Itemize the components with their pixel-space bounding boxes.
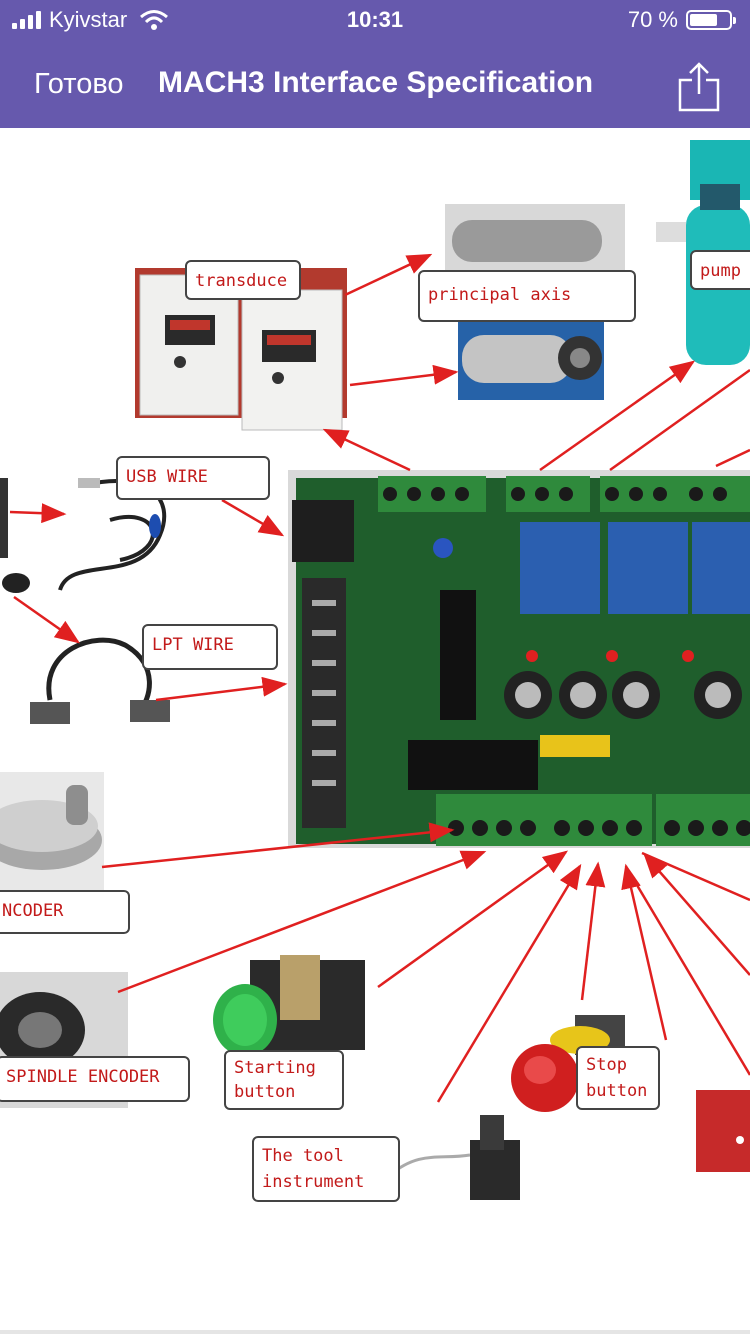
done-button[interactable]: Готово <box>34 68 124 100</box>
lpt-wire-label: LPT WIRE <box>142 624 278 670</box>
carrier-group: Kyivstar <box>12 7 169 33</box>
document-title: MACH3 Interface Specification <box>158 66 594 99</box>
carrier-name: Kyivstar <box>49 7 128 32</box>
connection-arrows <box>9 253 750 1103</box>
wifi-icon <box>140 10 169 30</box>
battery-level <box>690 14 717 26</box>
encoder-label: NCODER <box>0 890 130 934</box>
principal-axis-label: principal axis <box>418 270 636 322</box>
share-icon[interactable] <box>676 62 722 112</box>
tool-instrument-label: The tool instrument <box>252 1136 400 1202</box>
status-bar: Kyivstar 10:31 70 % <box>0 0 750 40</box>
battery-icon <box>686 10 736 30</box>
bottom-divider <box>0 1330 750 1334</box>
signal-icon <box>12 11 41 29</box>
battery-group: 70 % <box>627 7 736 33</box>
spindle-encoder-label: SPINDLE ENCODER <box>0 1056 190 1102</box>
spindle-image <box>445 204 625 400</box>
stop-button-label: Stop button <box>576 1046 660 1110</box>
navigation-bar: Готово MACH3 Interface Specification <box>0 62 750 112</box>
wiring-diagram: transduce principal axis pump USB WIRE L… <box>0 128 750 1330</box>
diagram-graphics <box>0 140 750 1200</box>
app-header: Kyivstar 10:31 70 % Готово MACH3 Interfa… <box>0 0 750 128</box>
battery-percent: 70 % <box>627 7 678 32</box>
pump-label: pump <box>690 250 750 290</box>
tool-instrument-image <box>389 1115 520 1200</box>
transducer-label: transduce <box>185 260 301 300</box>
control-board-image <box>288 470 750 848</box>
usb-wire-label: USB WIRE <box>116 456 270 500</box>
limit-switch-image <box>696 1090 750 1172</box>
lpt-cable-image <box>30 637 170 724</box>
encoder-image <box>0 772 104 892</box>
clock: 10:31 <box>346 7 404 32</box>
starting-button-label: Starting button <box>224 1050 344 1110</box>
computer-image <box>0 478 30 593</box>
start-button-image <box>213 955 365 1056</box>
